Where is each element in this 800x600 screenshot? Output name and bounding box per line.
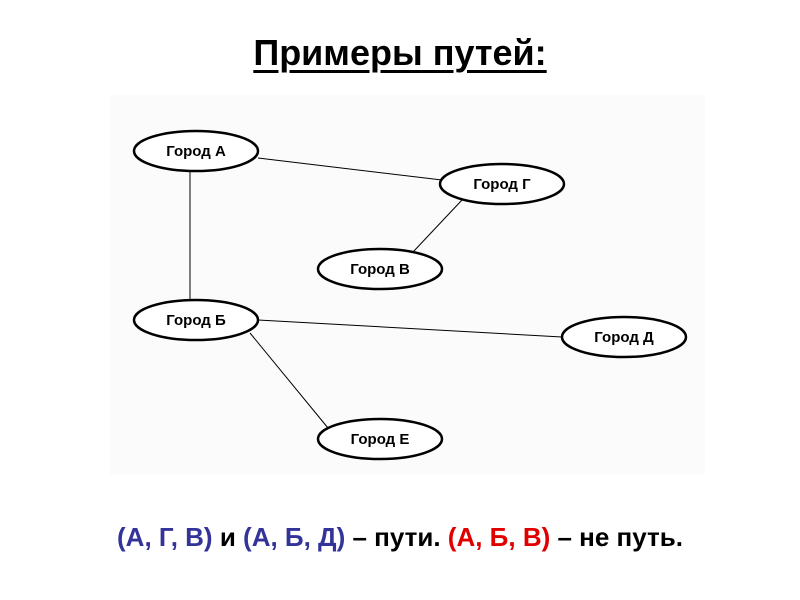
node-city-g: Город Г — [438, 162, 566, 206]
caption: (А, Г, В) и (А, Б, Д) – пути. (А, Б, В) … — [0, 522, 800, 553]
path-example-2: (А, Б, Д) — [243, 522, 346, 552]
edge-b-e — [249, 332, 329, 429]
node-city-v: Город В — [316, 247, 444, 291]
page-title: Примеры путей: — [253, 32, 547, 73]
caption-not-path-text: – не путь. — [550, 522, 683, 552]
edge-g-v — [412, 199, 463, 253]
caption-paths-text: – пути. — [345, 522, 448, 552]
not-path-example: (А, Б, В) — [447, 522, 551, 552]
edge-b-d — [257, 319, 563, 338]
path-example-1: (А, Г, В) — [117, 522, 213, 552]
node-city-e: Город Е — [316, 417, 444, 461]
caption-and: и — [212, 522, 244, 552]
edge-a-g — [257, 157, 443, 181]
node-label: Город Б — [166, 312, 226, 329]
node-city-b: Город Б — [132, 298, 260, 342]
node-label: Город Д — [594, 329, 654, 346]
node-label: Город Г — [473, 176, 531, 193]
node-label: Город А — [166, 143, 226, 160]
node-city-d: Город Д — [560, 315, 688, 359]
node-label: Город В — [350, 261, 410, 278]
node-label: Город Е — [351, 431, 410, 448]
node-city-a: Город А — [132, 129, 260, 173]
